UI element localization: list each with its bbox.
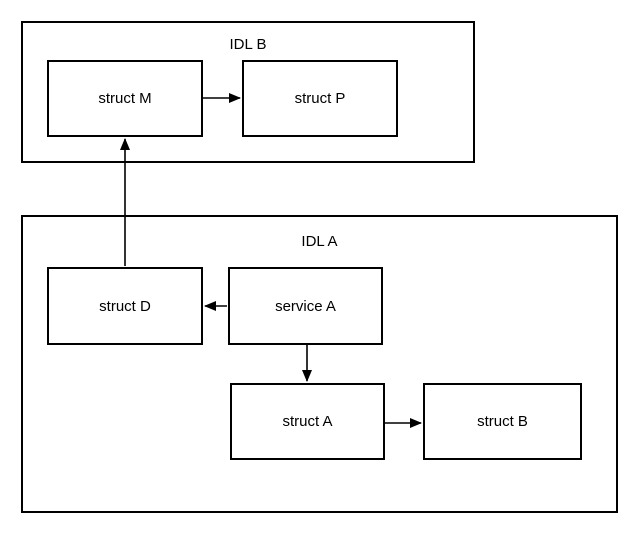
container-label-idl-a: IDL A — [301, 233, 338, 250]
node-service-a-label: service A — [275, 297, 336, 315]
node-struct-m: struct M — [47, 60, 203, 137]
node-struct-b: struct B — [423, 383, 582, 460]
container-idl-a: IDL A — [21, 215, 618, 513]
node-struct-b-label: struct B — [477, 413, 528, 430]
node-struct-a-label: struct A — [282, 413, 333, 430]
node-struct-p: struct P — [242, 60, 398, 137]
node-struct-d-label: struct D — [99, 297, 151, 315]
node-struct-p-label: struct P — [294, 90, 346, 107]
node-struct-a: struct A — [230, 383, 385, 460]
container-label-idl-b: IDL B — [229, 36, 267, 53]
node-struct-m-label: struct M — [98, 90, 152, 107]
node-service-a: service A — [228, 267, 383, 345]
node-struct-d: struct D — [47, 267, 203, 345]
